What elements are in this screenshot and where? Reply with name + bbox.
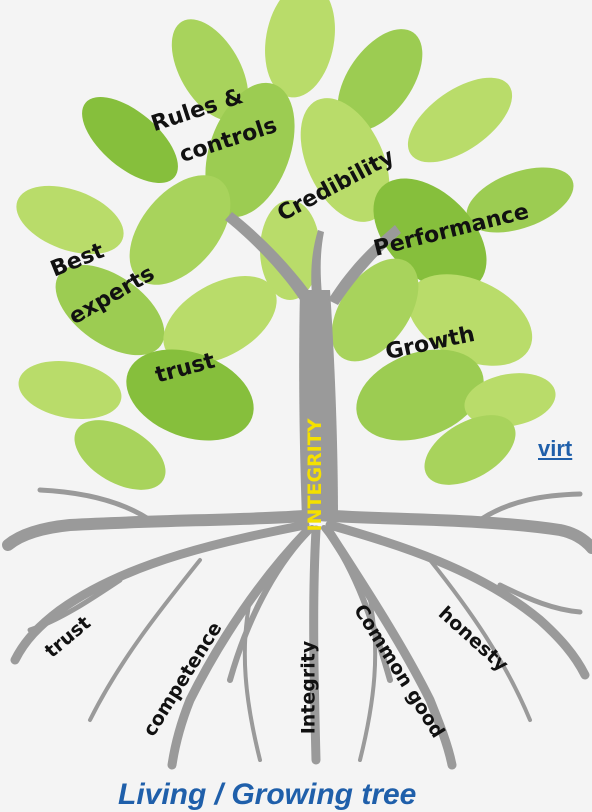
leaf xyxy=(82,96,178,184)
leaf xyxy=(300,98,390,222)
canopy xyxy=(16,0,574,490)
label-integrity-root: Integrity xyxy=(297,640,320,735)
leaf xyxy=(129,175,231,285)
leaf xyxy=(356,349,484,441)
leaf xyxy=(18,360,122,420)
leaf xyxy=(205,82,295,218)
caption: Living / Growing tree xyxy=(118,778,417,811)
trunk-label: INTEGRITY xyxy=(304,418,326,532)
side-link[interactable]: virt xyxy=(538,436,573,461)
leaf xyxy=(466,167,574,233)
leaf xyxy=(337,29,423,131)
leaf xyxy=(265,0,335,98)
leaf xyxy=(424,415,516,485)
leaf xyxy=(16,185,124,255)
leaf xyxy=(55,264,165,356)
leaf xyxy=(464,373,556,427)
leaf xyxy=(74,420,166,490)
leaf xyxy=(171,19,249,121)
roots xyxy=(2,487,592,770)
trunk xyxy=(225,212,401,520)
leaf xyxy=(126,349,254,441)
leaf xyxy=(260,200,320,300)
leaf xyxy=(163,276,277,364)
leaf xyxy=(407,77,513,163)
leaf xyxy=(407,274,533,366)
leaf xyxy=(331,258,419,362)
